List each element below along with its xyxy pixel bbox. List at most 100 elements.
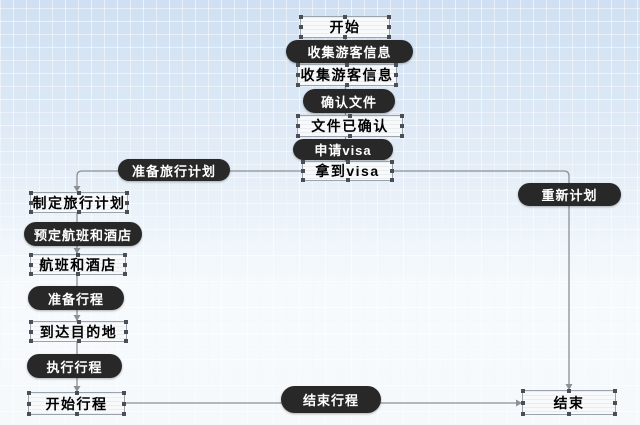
flight-hotel-state-resize-handle-0[interactable] — [29, 253, 33, 257]
arrive-destination-state-resize-handle-3[interactable] — [29, 329, 33, 334]
end-state-resize-handle-7[interactable] — [613, 412, 617, 416]
start-state-resize-handle-0[interactable] — [299, 15, 303, 19]
make-plan-state-resize-handle-2[interactable] — [125, 191, 129, 195]
apply-visa-action[interactable]: 申请visa — [293, 139, 393, 160]
start-itinerary-state-resize-handle-0[interactable] — [27, 391, 31, 395]
start-itinerary-state-resize-handle-3[interactable] — [27, 401, 31, 406]
start-state-resize-handle-1[interactable] — [343, 15, 347, 19]
start-state-resize-handle-6[interactable] — [343, 35, 347, 39]
end-state-resize-handle-4[interactable] — [613, 400, 617, 405]
apply-visa-action-label: 申请visa — [314, 143, 372, 158]
confirm-docs-action[interactable]: 确认文件 — [303, 89, 395, 113]
arrive-destination-state[interactable]: 到达目的地 — [29, 320, 128, 343]
prepare-plan-action[interactable]: 准备旅行计划 — [118, 159, 230, 181]
docs-confirmed-state-resize-handle-6[interactable] — [348, 134, 352, 138]
start-itinerary-state-resize-handle-7[interactable] — [122, 412, 126, 416]
make-plan-state-resize-handle-6[interactable] — [77, 210, 81, 214]
connector-visa-to-right — [393, 170, 570, 388]
replan-action[interactable]: 重新计划 — [518, 183, 621, 206]
flight-hotel-state-resize-handle-4[interactable] — [123, 262, 127, 267]
end-state-resize-handle-6[interactable] — [567, 412, 571, 416]
start-state-resize-handle-3[interactable] — [299, 25, 303, 29]
flight-hotel-state[interactable]: 航班和酒店 — [29, 253, 127, 276]
start-state-resize-handle-4[interactable] — [387, 25, 391, 29]
collect-info-state-resize-handle-3[interactable] — [296, 73, 300, 77]
got-visa-state-resize-handle-0[interactable] — [301, 160, 305, 164]
got-visa-state[interactable]: 拿到visa — [301, 160, 394, 182]
end-itinerary-action[interactable]: 结束行程 — [281, 386, 381, 413]
end-itinerary-action-label: 结束行程 — [302, 393, 359, 408]
end-state-resize-handle-2[interactable] — [613, 389, 617, 393]
make-plan-state-resize-handle-0[interactable] — [29, 191, 33, 195]
got-visa-state-resize-handle-2[interactable] — [390, 160, 394, 164]
start-itinerary-state-resize-handle-1[interactable] — [74, 391, 79, 395]
arrowhead-left-spine-1 — [73, 315, 81, 321]
collect-info-state[interactable]: 收集游客信息 — [296, 63, 398, 87]
docs-confirmed-state-resize-handle-1[interactable] — [348, 114, 352, 118]
start-itinerary-state-resize-handle-5[interactable] — [27, 412, 31, 416]
arrive-destination-state-resize-handle-1[interactable] — [76, 320, 81, 324]
arrowhead-left-spine-0 — [73, 248, 81, 254]
docs-confirmed-state-resize-handle-5[interactable] — [296, 134, 300, 138]
prepare-itinerary-action[interactable]: 准备行程 — [28, 286, 124, 310]
docs-confirmed-state-resize-handle-7[interactable] — [400, 134, 404, 138]
docs-confirmed-state-resize-handle-2[interactable] — [400, 114, 404, 118]
arrive-destination-state-resize-handle-4[interactable] — [124, 329, 128, 334]
end-state[interactable]: 结束 — [521, 389, 617, 416]
collect-info-state-resize-handle-0[interactable] — [296, 63, 300, 67]
collect-info-state-resize-handle-4[interactable] — [394, 73, 398, 77]
start-itinerary-state[interactable]: 开始行程 — [27, 391, 126, 416]
make-plan-state-resize-handle-4[interactable] — [125, 200, 129, 205]
docs-confirmed-state[interactable]: 文件已确认 — [296, 114, 404, 138]
arrive-destination-state-resize-handle-7[interactable] — [124, 339, 128, 343]
got-visa-state-resize-handle-3[interactable] — [301, 169, 305, 173]
collect-info-state-resize-handle-6[interactable] — [345, 83, 349, 87]
collect-info-state-resize-handle-7[interactable] — [394, 83, 398, 87]
end-state-resize-handle-5[interactable] — [521, 412, 525, 416]
start-state-resize-handle-2[interactable] — [387, 15, 391, 19]
start-state-resize-handle-5[interactable] — [299, 35, 303, 39]
end-state-resize-handle-0[interactable] — [521, 389, 525, 393]
flight-hotel-state-resize-handle-1[interactable] — [76, 253, 80, 257]
end-state-resize-handle-3[interactable] — [521, 400, 525, 405]
collect-info-state-resize-handle-1[interactable] — [345, 63, 349, 67]
collect-info-action[interactable]: 收集游客信息 — [286, 40, 413, 63]
make-plan-state[interactable]: 制定旅行计划 — [29, 191, 129, 214]
execute-itinerary-action[interactable]: 执行行程 — [27, 354, 122, 378]
start-itinerary-state-resize-handle-2[interactable] — [122, 391, 126, 395]
book-flight-hotel-action[interactable]: 预定航班和酒店 — [24, 222, 142, 246]
flight-hotel-state-resize-handle-2[interactable] — [123, 253, 127, 257]
start-itinerary-state-resize-handle-4[interactable] — [122, 401, 126, 406]
docs-confirmed-state-label: 文件已确认 — [311, 118, 389, 134]
arrowhead-bottom-line-0 — [516, 399, 522, 407]
replan-action-label: 重新计划 — [541, 188, 598, 203]
docs-confirmed-state-resize-handle-4[interactable] — [400, 124, 404, 128]
arrive-destination-state-resize-handle-6[interactable] — [76, 339, 81, 343]
flight-hotel-state-resize-handle-7[interactable] — [123, 272, 127, 276]
make-plan-state-resize-handle-5[interactable] — [29, 210, 33, 214]
got-visa-state-resize-handle-7[interactable] — [390, 178, 394, 182]
flight-hotel-state-resize-handle-3[interactable] — [29, 262, 33, 267]
end-state-resize-handle-1[interactable] — [567, 389, 571, 393]
make-plan-state-resize-handle-3[interactable] — [29, 200, 33, 205]
make-plan-state-resize-handle-1[interactable] — [77, 191, 81, 195]
docs-confirmed-state-resize-handle-3[interactable] — [296, 124, 300, 128]
collect-info-state-resize-handle-5[interactable] — [296, 83, 300, 87]
collect-info-state-resize-handle-2[interactable] — [394, 63, 398, 67]
start-state[interactable]: 开始 — [299, 15, 391, 39]
arrive-destination-state-resize-handle-2[interactable] — [124, 320, 128, 324]
connector-visa-to-left — [76, 170, 302, 190]
got-visa-state-resize-handle-1[interactable] — [345, 160, 350, 164]
arrive-destination-state-resize-handle-5[interactable] — [29, 339, 33, 343]
start-itinerary-state-resize-handle-6[interactable] — [74, 412, 79, 416]
flight-hotel-state-resize-handle-5[interactable] — [29, 272, 33, 276]
docs-confirmed-state-resize-handle-0[interactable] — [296, 114, 300, 118]
flight-hotel-state-resize-handle-6[interactable] — [76, 272, 80, 276]
got-visa-state-resize-handle-6[interactable] — [345, 178, 350, 182]
got-visa-state-resize-handle-5[interactable] — [301, 178, 305, 182]
make-plan-state-resize-handle-7[interactable] — [125, 210, 129, 214]
got-visa-state-resize-handle-4[interactable] — [390, 169, 394, 173]
arrive-destination-state-resize-handle-0[interactable] — [29, 320, 33, 324]
start-state-resize-handle-7[interactable] — [387, 35, 391, 39]
